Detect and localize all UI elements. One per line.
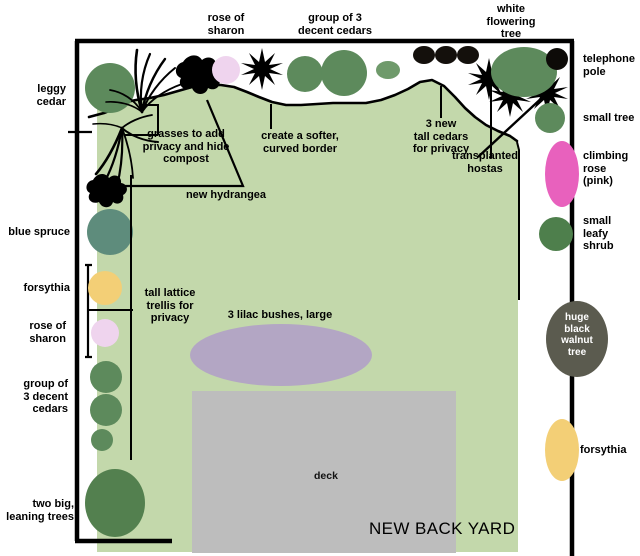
shrub-blob-symbols (86, 55, 224, 208)
plants-left-edge (85, 63, 145, 537)
curved-border-note-label: create a softer, curved border (261, 130, 339, 155)
interior-leader-lines (88, 86, 546, 460)
blue-spruce-label: blue spruce (8, 226, 70, 238)
grass-tufts (92, 48, 183, 188)
forsythia-right-label: forsythia (580, 444, 627, 456)
leggy-cedar-label: leggy cedar (36, 83, 66, 108)
leader-new-hydrangea (123, 99, 245, 188)
grasses-note-label: grasses to add privacy and hide compost (142, 128, 230, 165)
cedar-left-1-symbol (90, 361, 122, 393)
cedar-top-2-symbol (321, 50, 367, 96)
cedar-left-2-symbol (90, 394, 122, 426)
plants-top-row (212, 46, 568, 117)
leader-lines-left (68, 130, 92, 359)
forsythia-left-symbol (88, 271, 122, 305)
lilac-bushes-note-label: 3 lilac bushes, large (227, 309, 333, 321)
tall-lattice-trellis-note-label: tall lattice trellis for privacy (144, 287, 196, 324)
two-big-leaning-trees-label: two big, leaning trees (6, 498, 74, 523)
climbing-rose-symbol (545, 141, 579, 207)
small-leafy-shrub-label: small leafy shrub (583, 215, 614, 252)
border-right-edge (516, 141, 520, 300)
small-tree-label: small tree (583, 112, 635, 124)
blob-new-hydrangea (86, 174, 127, 208)
star-hosta-1 (468, 58, 510, 100)
new-tall-cedar-1-symbol (413, 46, 435, 64)
deck-shape (192, 391, 456, 553)
grass-tuft-upper (105, 48, 183, 114)
telephone-pole-symbol (546, 48, 568, 70)
three-new-tall-cedars-note-label: 3 new tall cedars for privacy (412, 118, 470, 155)
new-hydrangea-note-label: new hydrangea (185, 189, 267, 201)
leader-grasses (140, 104, 159, 135)
group-of-3-decent-cedars-left-label: group of 3 decent cedars (23, 378, 68, 415)
page-title: NEW BACK YARD (369, 519, 516, 538)
forsythia-left-label: forsythia (23, 282, 70, 294)
forsythia-right-symbol (545, 419, 579, 481)
rose-of-sharon-top-symbol (212, 56, 240, 84)
rose-of-sharon-left-symbol (91, 319, 119, 347)
leggy-cedar-symbol (85, 63, 135, 113)
new-tall-cedar-3-symbol (457, 46, 479, 64)
leader-transplanted-hostas-2 (477, 94, 546, 158)
lilac-bushes-symbol (190, 324, 372, 386)
star-plant-1 (241, 48, 283, 90)
small-leafy-shrub-symbol (539, 217, 573, 251)
rose-of-sharon-top-label: rose of sharon (207, 12, 245, 37)
telephone-pole-label: telephone pole (583, 53, 635, 78)
cedar-left-3-symbol (91, 429, 113, 451)
cedar-top-1-symbol (287, 56, 323, 92)
white-flowering-tree-label: white flowering tree (486, 3, 536, 40)
transplanted-hostas-note-label: transplanted hostas (451, 150, 518, 175)
new-tall-cedar-2-symbol (435, 46, 457, 64)
rose-of-sharon-left-label: rose of sharon (29, 320, 66, 345)
huge-black-walnut-tree-symbol (546, 301, 608, 377)
small-tree-symbol (535, 103, 565, 133)
star-hosta-3 (526, 72, 568, 114)
blob-rose-of-sharon-top (175, 55, 224, 94)
white-flowering-tree-symbol (491, 47, 557, 97)
plants-right-edge (535, 103, 608, 481)
property-boundary (74, 38, 575, 556)
huge-black-walnut-tree-label: huge black walnut tree (561, 312, 593, 358)
climbing-rose-label: climbing rose (pink) (583, 150, 629, 187)
deck-label: deck (314, 470, 338, 482)
two-big-leaning-trees-symbol (85, 469, 145, 537)
blue-spruce-symbol (87, 209, 133, 255)
group-of-3-decent-cedars-top-label: group of 3 decent cedars (298, 12, 372, 37)
star-hosta-2 (489, 75, 531, 117)
cedar-top-3-symbol (376, 61, 400, 79)
